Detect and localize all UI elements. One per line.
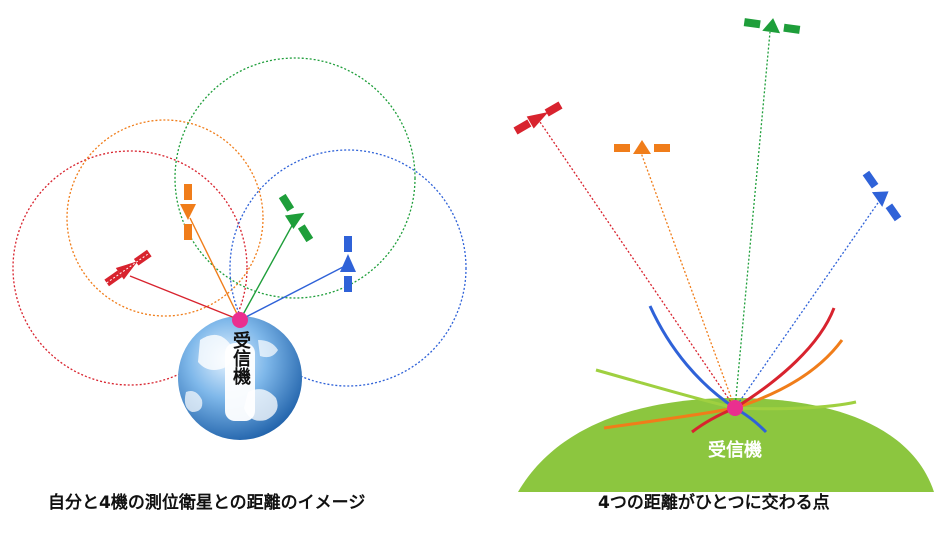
range-circle-blue xyxy=(229,149,467,387)
receiver-dot-icon xyxy=(727,400,743,416)
dotted-line-blue xyxy=(734,199,881,409)
receiver-label-background xyxy=(225,343,255,421)
range-line-blue xyxy=(239,265,346,321)
right-caption: 4つの距離がひとつに交わる点 xyxy=(598,493,830,513)
left-panel: 受信機 xyxy=(12,57,467,440)
right-receiver-label: 受信機 xyxy=(708,439,762,461)
range-line-orange xyxy=(189,217,241,321)
dotted-line-orange xyxy=(639,149,736,409)
satellite-icon xyxy=(278,193,314,243)
satellite-icon xyxy=(340,236,356,292)
range-circle-orange xyxy=(66,119,264,317)
left-receiver-label: 受信機 xyxy=(230,330,251,386)
dotted-line-green xyxy=(734,31,771,409)
satellite-icon xyxy=(180,184,196,240)
satellite-icon xyxy=(614,140,670,154)
satellite-icon xyxy=(743,18,801,34)
range-circle-green xyxy=(174,57,416,299)
receiver-dot-icon xyxy=(232,312,248,328)
range-curve-red xyxy=(691,307,836,434)
satellite-icon xyxy=(104,249,152,287)
left-caption: 自分と4機の測位衛星との距離のイメージ xyxy=(48,493,366,513)
right-panel: 受信機 xyxy=(513,18,934,492)
dotted-line-red xyxy=(539,121,736,409)
range-line-red xyxy=(129,275,241,321)
satellite-icon xyxy=(862,170,902,222)
range-circle-red xyxy=(12,150,248,386)
range-curve-blue xyxy=(648,305,768,434)
ground-dome xyxy=(518,398,934,492)
satellite-icon xyxy=(513,101,563,135)
range-line-green xyxy=(239,221,295,321)
